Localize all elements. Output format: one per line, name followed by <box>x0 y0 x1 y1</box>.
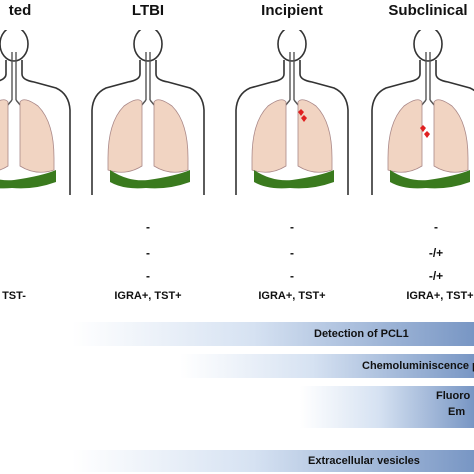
stage-title-uninfected: ted <box>8 2 32 19</box>
lesion-icon <box>298 109 307 122</box>
ltbi-marker-1: - <box>146 220 150 234</box>
bar-fluorescence <box>300 386 474 428</box>
bar-label-fluoro: Fluoro <box>436 390 471 402</box>
subclinical-marker-3: -/+ <box>428 269 444 283</box>
incipient-marker-1: - <box>290 220 294 234</box>
bar-label-pcl1: Detection of PCL1 <box>314 328 409 340</box>
stage-title-ltbi: LTBI <box>131 2 165 19</box>
incipient-marker-3: - <box>290 269 294 283</box>
subclinical-marker-2: -/+ <box>428 246 444 260</box>
anatomy-illustration <box>0 30 474 196</box>
bar-extracellular-vesicles <box>72 450 474 472</box>
test-incipient: IGRA+, TST+ <box>258 290 326 302</box>
bar-label-em: Em <box>448 406 466 418</box>
test-uninfected: TST- <box>2 290 26 302</box>
subclinical-marker-1: - <box>434 220 438 234</box>
stage-title-subclinical: Subclinical <box>388 2 468 19</box>
bar-label-extracellular-vesicles: Extracellular vesicles <box>308 455 420 467</box>
incipient-marker-2: - <box>290 246 294 260</box>
test-ltbi: IGRA+, TST+ <box>114 290 182 302</box>
stage-title-incipient: Incipient <box>261 2 323 19</box>
lesion-icon <box>420 125 430 138</box>
ltbi-marker-2: - <box>146 246 150 260</box>
test-subclinical: IGRA+, TST+ <box>406 290 474 302</box>
ltbi-marker-3: - <box>146 269 150 283</box>
bar-chemoluminiscence <box>180 354 474 378</box>
bar-label-chemoluminiscence: Chemoluminiscence p <box>362 360 474 372</box>
bar-pcl1 <box>72 322 474 346</box>
